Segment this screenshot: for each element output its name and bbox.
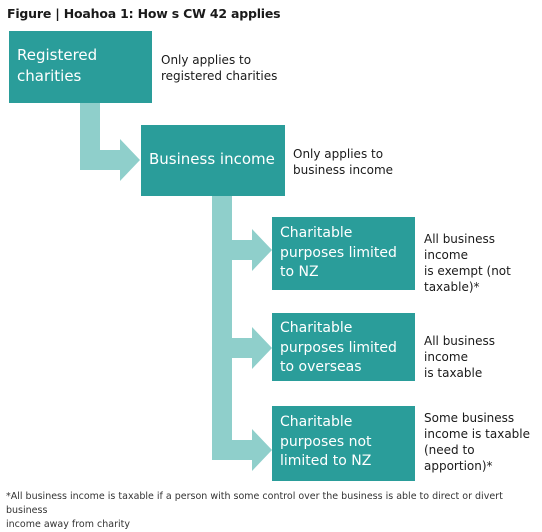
note-line: business income <box>293 163 394 177</box>
box-line: Charitable <box>280 414 353 430</box>
arrow-branch-not-nz <box>212 429 272 471</box>
box-line: to NZ <box>280 264 319 280</box>
note-line: registered charities <box>161 69 278 83</box>
note-line: All business income <box>424 232 495 262</box>
footnote-line: *All business income is taxable if a per… <box>6 491 503 516</box>
note-line: is taxable <box>424 366 483 380</box>
box-line: Registered <box>17 46 98 64</box>
box-charitable-overseas: Charitable purposes limited to overseas <box>272 313 415 381</box>
note-nz: All business income is exempt (not taxab… <box>424 231 542 295</box>
box-line: to overseas <box>280 359 362 375</box>
arrow-business-trunk <box>212 196 232 460</box>
note-line: taxable)* <box>424 280 480 294</box>
note-line: All business income <box>424 334 495 364</box>
box-line: charities <box>17 67 82 85</box>
box-line: Charitable <box>280 225 353 241</box>
box-line: Business income <box>149 150 275 168</box>
note-registered: Only applies to registered charities <box>161 52 277 84</box>
note-line: apportion)* <box>424 459 493 473</box>
box-line: limited to NZ <box>280 453 372 469</box>
box-charitable-not-nz: Charitable purposes not limited to NZ <box>272 406 415 481</box>
note-line: (need to <box>424 443 475 457</box>
arrow-registered-to-business <box>80 103 140 181</box>
box-line: purposes not <box>280 433 372 450</box>
box-business-income: Business income <box>141 125 285 196</box>
box-line: purposes limited <box>280 244 397 261</box>
note-not-nz: Some business income is taxable (need to… <box>424 410 530 474</box>
footnote-line: income away from charity <box>6 519 130 530</box>
note-line: Only applies to <box>293 147 384 161</box>
box-line: purposes limited <box>280 339 397 356</box>
footnote: *All business income is taxable if a per… <box>6 490 526 532</box>
note-business: Only applies to business income <box>293 146 393 178</box>
figure-title: Figure | Hoahoa 1: How s CW 42 applies <box>7 6 281 21</box>
note-line: income is taxable <box>424 427 531 441</box>
box-charitable-nz: Charitable purposes limited to NZ <box>272 217 415 290</box>
arrow-branch-nz <box>232 229 272 271</box>
note-line: Some business <box>424 411 515 425</box>
arrow-branch-overseas <box>232 327 272 369</box>
note-overseas: All business income is taxable <box>424 333 542 381</box>
box-line: Charitable <box>280 320 353 336</box>
box-registered-charities: Registered charities <box>9 31 152 103</box>
note-line: Only applies to <box>161 53 252 67</box>
note-line: is exempt (not <box>424 264 511 278</box>
